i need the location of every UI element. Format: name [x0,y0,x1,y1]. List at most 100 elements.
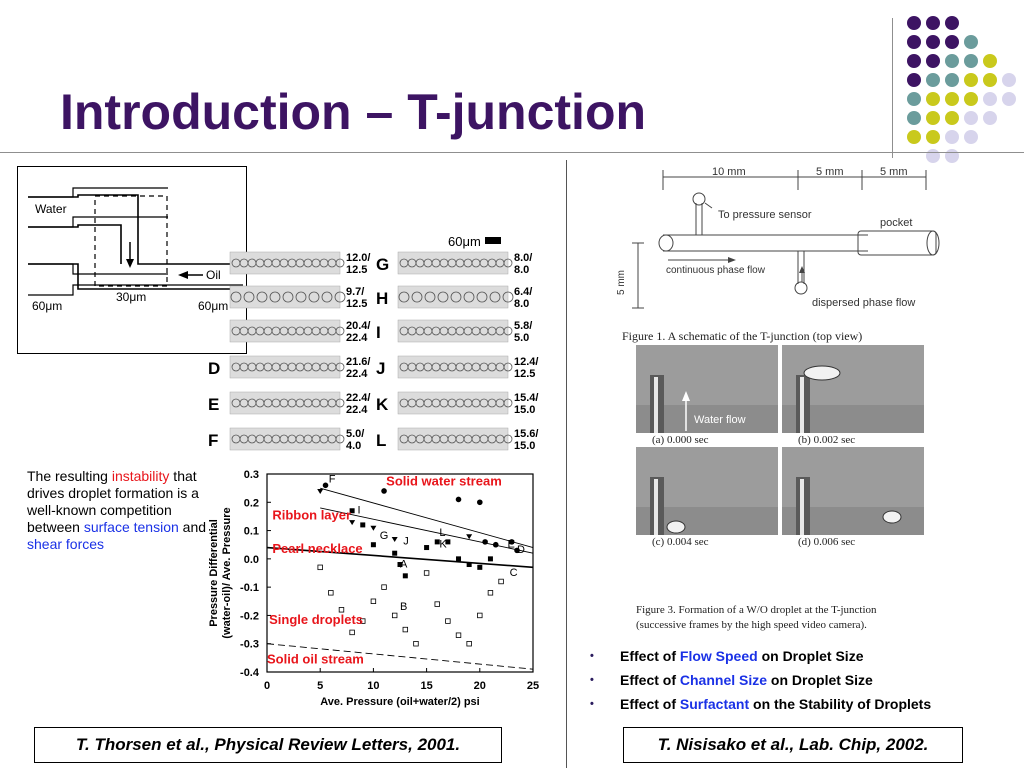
y-tick-label: 0.1 [244,526,259,538]
micrograph-strip [229,251,345,275]
decorative-dot [945,35,959,49]
bullet-icon: • [590,698,594,710]
bullet-text-pre: Effect of [620,648,680,664]
figure3-caption-line2: (successive frames by the high speed vid… [636,619,867,631]
data-point [498,578,504,585]
data-point [391,612,398,619]
term-surface-tension: surface tension [83,519,179,535]
micrograph-strip [397,427,513,451]
scale-bar [485,237,501,244]
decorative-dot [964,111,978,125]
term-instability: instability [111,468,170,484]
figure1-caption: Figure 1. A schematic of the T-junction … [622,329,862,343]
pressure-sensor-label: To pressure sensor [718,209,812,221]
decorative-dot [926,16,940,30]
decorative-dot [964,92,978,106]
data-point [402,626,409,633]
point-label: K [439,539,447,551]
decorative-dot [964,73,978,87]
data-point [349,508,355,514]
data-point [392,550,398,556]
data-point [487,556,493,562]
frame-label: (b) 0.002 sec [798,434,855,446]
region-label: Solid oil stream [267,652,364,667]
data-point [423,570,430,576]
micrograph-value: 15.0 [514,440,535,452]
video-frame [636,345,778,433]
data-point [482,539,488,545]
data-point [455,496,462,503]
micrograph-label: D [208,359,220,378]
region-label: Ribbon layer [272,507,351,522]
point-label: B [400,601,407,613]
y-tick-label: 0.3 [244,469,259,481]
micrograph-value: 12.5 [346,298,367,310]
decorative-dot [983,111,997,125]
point-label: C [510,567,518,579]
point-label: D [517,544,525,556]
scale-label: 60μm [448,234,481,249]
y-tick-label: -0.1 [240,582,259,594]
vertical-dim-label: 5 mm [616,270,627,295]
decorative-dot [907,130,921,144]
data-point [487,590,494,596]
regime-boundary-line [266,546,534,569]
dim-5mm-b: 5 mm [880,166,908,178]
micrograph-value: 6.4/ [514,286,532,298]
frame-label: (d) 0.006 sec [798,536,855,548]
data-point [434,539,440,545]
decorative-dot [907,92,921,106]
term-shear-forces: shear forces [27,536,105,552]
micrograph-value: 4.0 [346,440,361,452]
micrograph-strip [397,355,513,379]
micrograph-strip [397,319,513,343]
video-frame [636,447,778,535]
y-axis-label: Pressure Differential [208,519,220,627]
data-point [477,499,483,506]
data-point [397,562,403,568]
micrograph-strip [229,427,345,451]
bullet-text-post: on Droplet Size [757,648,864,664]
mid-width-label: 30μm [116,290,146,304]
effects-bullet-list: •Effect of Flow Speed on Droplet Size • Ef… [586,644,1016,716]
data-point [381,488,387,494]
x-tick-label: 5 [317,680,323,692]
micrograph-value: 12.0/ [346,252,370,264]
decorative-dot [945,92,959,106]
micrograph-value: 15.4/ [514,392,538,404]
decorative-dot [907,111,921,125]
decorative-dot [945,73,959,87]
decorative-dot [926,54,940,68]
micrograph-label: K [376,395,389,414]
decorative-dot [907,73,921,87]
left-width-label: 60μm [32,299,62,313]
video-frames: (a) 0.000 sec(b) 0.002 sec(c) 0.004 sec(… [636,345,936,635]
bullet-text-post: on Droplet Size [767,672,873,688]
decorative-dot [945,16,959,30]
bullet-text-post: on the Stability of Droplets [749,696,932,712]
decorative-dot [926,130,940,144]
effect-bullet-item: •Effect of Flow Speed on Droplet Size [586,644,1016,668]
micrograph-value: 12.5 [514,368,535,380]
decorative-dot [983,54,997,68]
bullet-icon: • [590,674,594,686]
micrograph-strip [229,319,345,343]
data-point [391,537,398,543]
decorative-dot [907,54,921,68]
decorative-dot [1002,73,1016,87]
micrograph-value: 5.8/ [514,320,532,332]
data-point [466,562,472,568]
micrograph-value: 8.0 [514,264,529,276]
data-point [317,564,323,571]
bullet-highlight: Surfactant [679,696,750,712]
right-width-label: 60μm [198,299,228,313]
pocket-label: pocket [880,217,912,229]
decorative-dot [945,111,959,125]
point-label: G [380,530,389,542]
micrograph-value: 8.0 [514,298,529,310]
data-point [466,534,473,540]
x-axis-label: Ave. Pressure (oil+water/2) psi [320,696,479,708]
